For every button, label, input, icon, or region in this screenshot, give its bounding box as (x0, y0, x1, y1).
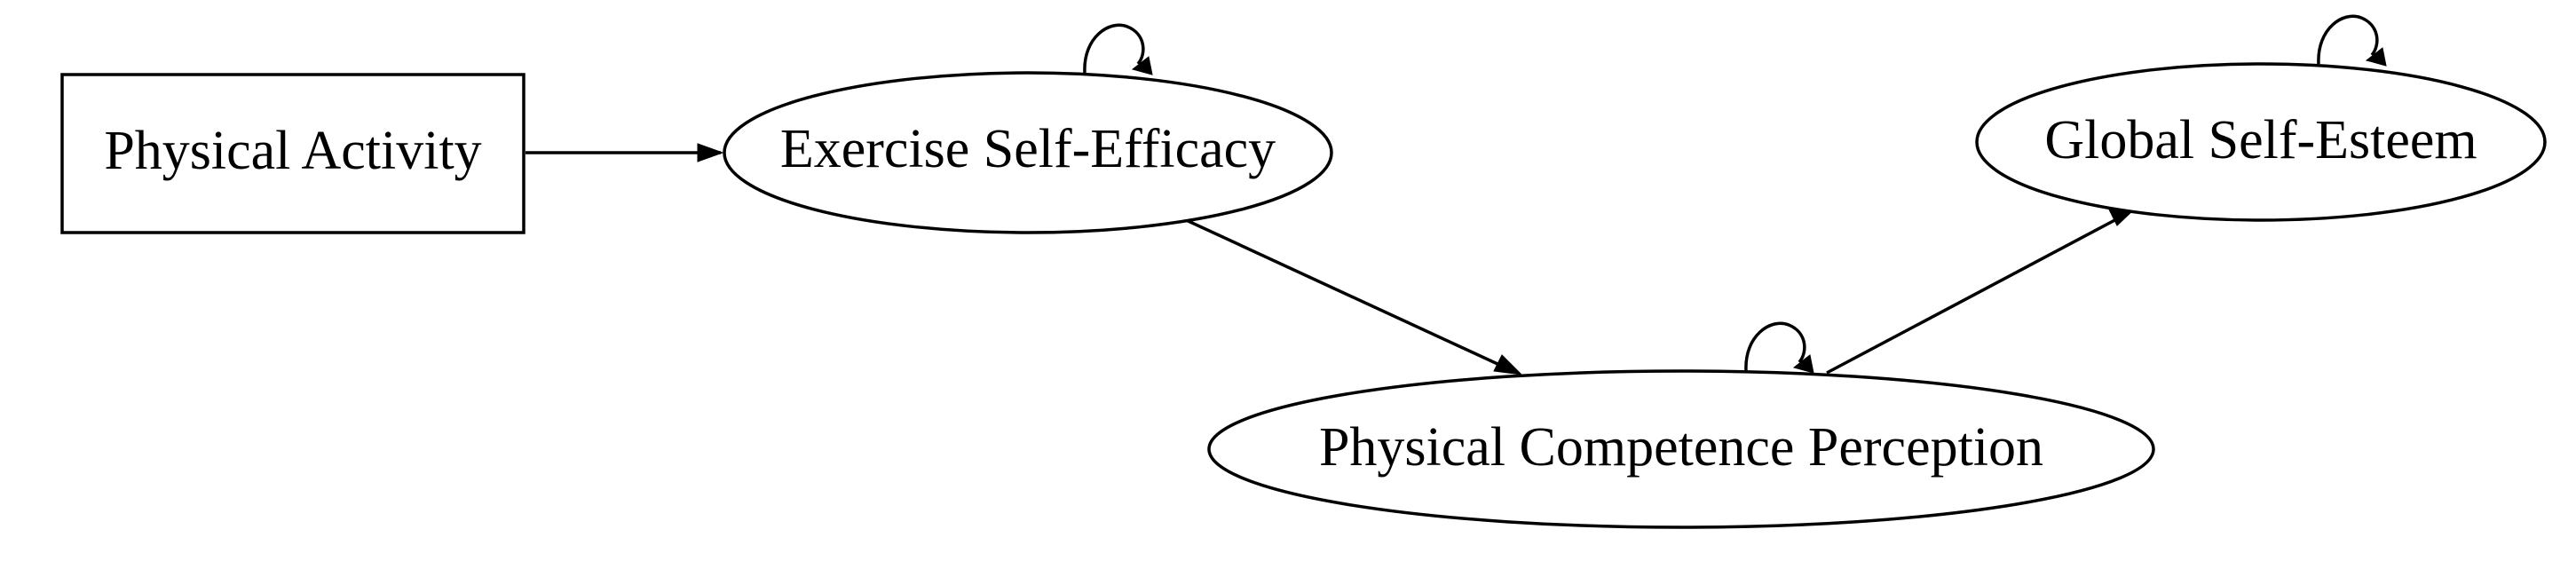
edge-exercise-self-efficacy-to-physical-competence-perception (1181, 217, 1510, 371)
self-loop-global-self-esteem (2317, 14, 2379, 65)
node-physical-activity-label: Physical Activity (104, 121, 481, 181)
edge-physical-competence-perception-to-global-self-esteem (1826, 215, 2122, 375)
self-loop-physical-competence-perception (1744, 321, 1806, 372)
arrowhead (697, 143, 724, 162)
self-loop-exercise-self-efficacy (1083, 23, 1145, 74)
node-physical-activity: Physical Activity (60, 73, 525, 234)
arrowhead (1131, 56, 1153, 75)
edges (525, 143, 2136, 375)
node-physical-competence-perception-ellipse (1207, 369, 2155, 529)
arrowhead (2365, 47, 2387, 67)
arrowhead (1493, 354, 1523, 375)
node-physical-competence-perception: Physical Competence Perception (1207, 369, 2155, 529)
node-global-self-esteem-label: Global Self-Esteem (2044, 110, 2477, 170)
node-physical-competence-perception-label: Physical Competence Perception (1319, 417, 2043, 478)
node-global-self-esteem-ellipse (1975, 62, 2547, 222)
node-exercise-self-efficacy-label: Exercise Self-Efficacy (780, 119, 1276, 179)
node-exercise-self-efficacy-ellipse (723, 71, 1333, 234)
node-global-self-esteem: Global Self-Esteem (1975, 62, 2547, 222)
node-exercise-self-efficacy: Exercise Self-Efficacy (723, 71, 1333, 234)
self-loops (1083, 14, 2387, 374)
arrowhead (1792, 354, 1814, 374)
node-physical-activity-box (60, 73, 525, 234)
